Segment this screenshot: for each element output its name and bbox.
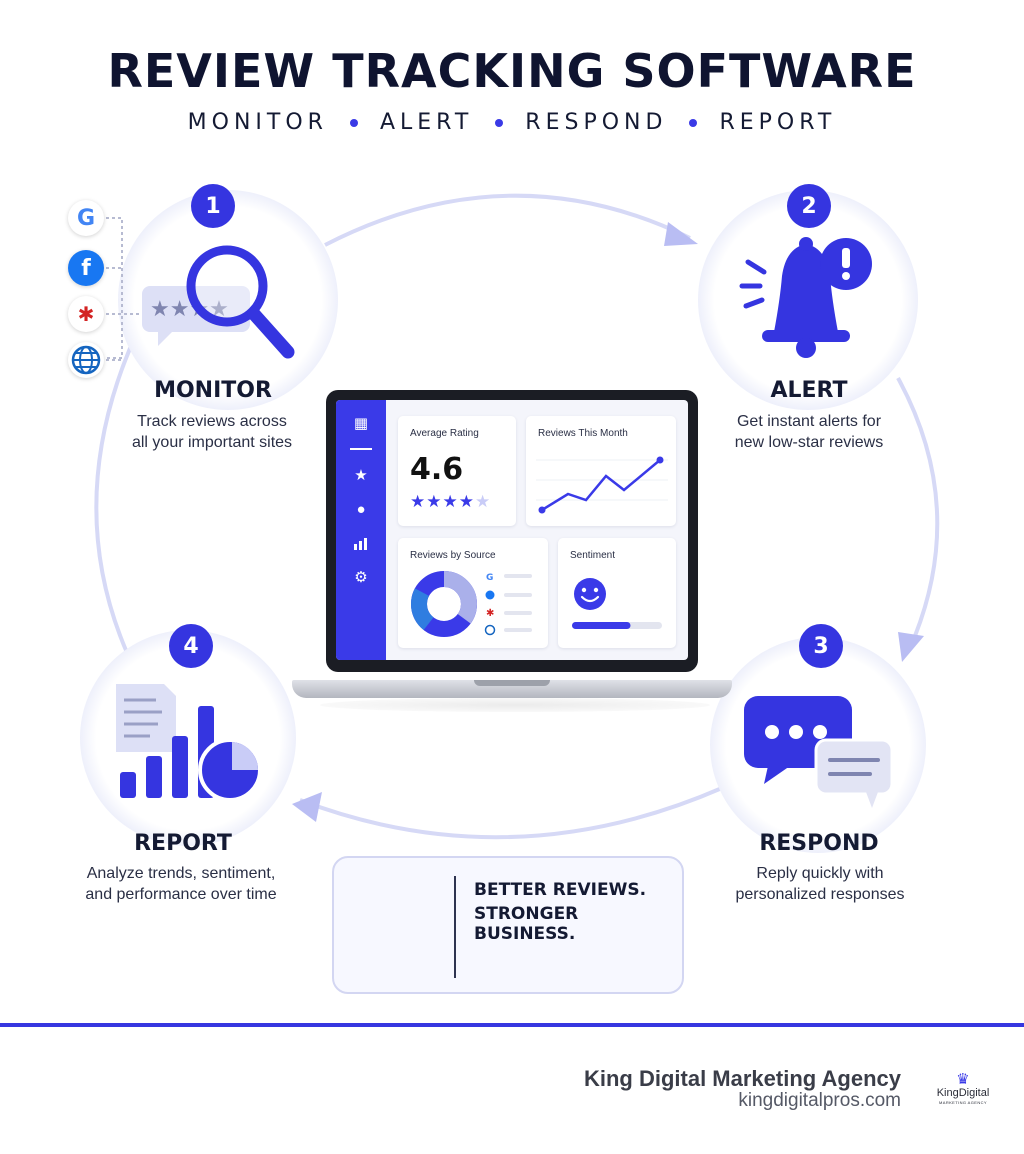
sentiment-label: Sentiment (570, 550, 616, 561)
subtitle: MONITOR ALERT RESPOND REPORT (0, 110, 1024, 135)
rating-stars: ★★★★★ (410, 492, 492, 511)
subtitle-dot (495, 118, 504, 127)
subtitle-dot (349, 118, 358, 127)
svg-text:G: G (486, 573, 493, 583)
agency-name: King Digital Marketing Agency (583, 1066, 901, 1091)
sentiment-card: Sentiment (558, 538, 676, 648)
step-number-1: 1 (191, 184, 235, 228)
tagline-line2: STRONGER BUSINESS. (474, 904, 579, 944)
cycle-arc-left (94, 329, 140, 656)
subtitle-respond: RESPOND (525, 110, 668, 135)
reviews-source-label: Reviews by Source (410, 550, 496, 561)
logo-tagline: MARKETING AGENCY (939, 1100, 987, 1105)
dashboard-panels: Average Rating 4.6 ★★★★★ Reviews This Mo… (386, 400, 688, 660)
bell-alert-icon (739, 237, 872, 358)
step-desc-report: Analyze trends, sentiment,and performanc… (85, 865, 277, 903)
svg-text:✱: ✱ (486, 608, 494, 619)
cycle-arc-bottom (299, 786, 723, 840)
subtitle-report: REPORT (719, 110, 837, 135)
page-title: REVIEW TRACKING SOFTWARE (107, 44, 917, 98)
footer-divider (0, 1023, 1024, 1027)
subtitle-monitor: MONITOR (187, 110, 328, 135)
google-icon: G (68, 200, 104, 236)
reviews-month-label: Reviews This Month (538, 428, 628, 439)
cycle-arc-right (896, 377, 940, 649)
step-title-report: REPORT (134, 831, 232, 856)
settings-gear-icon[interactable]: ⚙ (354, 569, 368, 586)
step-title-alert: ALERT (770, 378, 848, 403)
avg-rating-card: Average Rating 4.6 ★★★★★ (398, 416, 516, 526)
dashboard-grid-icon[interactable]: ▦ (353, 415, 369, 432)
avg-rating-label: Average Rating (410, 428, 479, 439)
subtitle-dot (689, 118, 698, 127)
arrow-head-bottom (292, 792, 322, 822)
chat-nav-icon[interactable]: ● (356, 500, 366, 518)
cycle-arc-top (324, 193, 691, 247)
subtitle-alert: ALERT (379, 110, 474, 135)
arrow-head-right (898, 632, 924, 662)
step-number-2: 2 (787, 184, 831, 228)
laptop-base (292, 680, 732, 698)
laptop: ▦ ★ ● ⚙ Average Rating 4.6 ★★★★★ Reviews… (326, 390, 698, 672)
chat-bubbles-icon (744, 696, 894, 808)
step-title-monitor: MONITOR (154, 378, 272, 403)
logo-name: KingDigital (936, 1087, 990, 1099)
reviews-month-card: Reviews This Month (526, 416, 676, 526)
source-donut-chart: G ✱ (411, 571, 532, 637)
sentiment-meter (572, 578, 662, 629)
globe-icon (68, 342, 104, 378)
agency-logo: ♛ KingDigital MARKETING AGENCY (928, 1072, 998, 1112)
laptop-shadow (320, 698, 710, 712)
badge-divider (454, 876, 456, 978)
dashboard-screen: ▦ ★ ● ⚙ Average Rating 4.6 ★★★★★ Reviews… (336, 400, 688, 660)
tagline-box: BETTER REVIEWS. STRONGER BUSINESS. (332, 856, 684, 994)
analytics-nav-icon[interactable] (351, 534, 371, 552)
crown-icon: ♛ (956, 1071, 970, 1088)
yelp-icon: ✱ (68, 296, 104, 332)
tagline-line1: BETTER REVIEWS. (474, 880, 647, 900)
report-chart-icon (116, 684, 262, 802)
facebook-icon: f (68, 250, 104, 286)
agency-website[interactable]: kingdigitalpros.com (738, 1090, 901, 1111)
reviews-trend-line (536, 456, 668, 514)
reviews-source-card: Reviews by Source G ✱ (398, 538, 548, 648)
sidebar-divider (350, 448, 372, 450)
star-nav-icon[interactable]: ★ (354, 467, 368, 484)
avg-rating-value: 4.6 (410, 452, 464, 487)
arrow-head-top (664, 222, 698, 246)
step-number-3: 3 (799, 624, 843, 668)
step-number-4: 4 (169, 624, 213, 668)
step-title-respond: RESPOND (759, 831, 879, 856)
source-connector (106, 217, 140, 361)
magnifier-icon: ★★★★ (142, 245, 295, 359)
dashboard-sidebar: ▦ ★ ● ⚙ (336, 400, 386, 660)
